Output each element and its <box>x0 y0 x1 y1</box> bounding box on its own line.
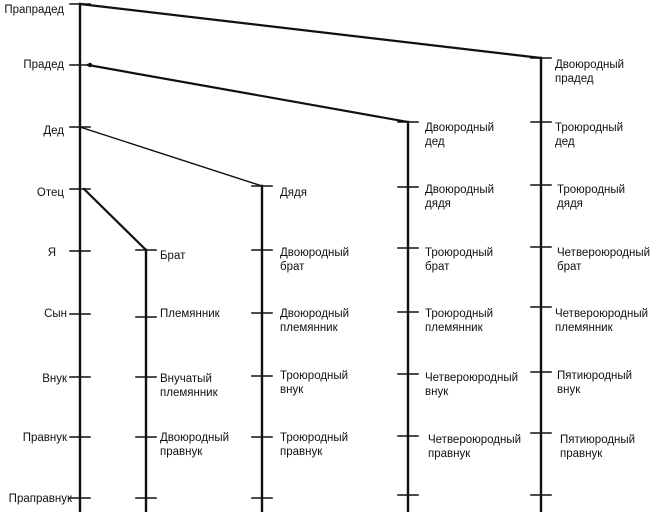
label-grand-nephew: Внучатый племянник <box>160 373 218 399</box>
gen-label-father: Отец <box>36 187 64 199</box>
label-third-cousin-grandson: Четвероюродный внук <box>425 372 519 398</box>
label-uncle: Дядя <box>280 187 307 199</box>
label-cousin-great-grandson: Двоюродный правнук <box>160 432 230 458</box>
label-third-cousin: Четвероюродный брат <box>557 247 651 273</box>
label-second-cousin-grandson: Троюродный внук <box>280 370 349 396</box>
label-second-cousin-grandfather: Троюродный дед <box>555 122 624 148</box>
gen-label-great-great-grandfather: Прапрадед <box>4 4 64 16</box>
label-fourth-cousin-great-grandson: Пятиюродный правнук <box>560 434 636 460</box>
label-second-cousin-great-grandson: Троюродный правнук <box>280 432 349 458</box>
branch-dot <box>87 62 93 68</box>
gen-label-great-grandson: Правнук <box>22 432 67 444</box>
label-cousin-nephew: Двоюродный племянник <box>280 308 350 334</box>
label-second-cousin-uncle: Троюродный дядя <box>557 184 626 210</box>
label-great-uncle: Двоюродный дед <box>425 122 495 148</box>
label-first-cousin: Двоюродный брат <box>280 247 350 273</box>
gen-label-grandson: Внук <box>42 373 67 385</box>
gen-label-self: Я <box>47 247 56 259</box>
label-cousin-uncle: Двоюродный дядя <box>425 184 495 210</box>
gen-label-grandfather: Дед <box>43 125 64 137</box>
label-third-cousin-nephew: Четвероюродный племянник <box>555 308 649 334</box>
label-great-grand-uncle: Двоюродный прадед <box>555 59 625 85</box>
label-nephew: Племянник <box>160 308 220 320</box>
gen-label-great-grandfather: Прадед <box>23 59 64 71</box>
label-second-cousin: Троюродный брат <box>425 247 494 273</box>
branch-uncle <box>79 126 263 187</box>
gen-label-great-great-grandson: Праправнук <box>8 493 72 505</box>
label-brother: Брат <box>160 250 186 262</box>
label-third-cousin-great-grandson: Четвероюродный правнук <box>428 434 522 460</box>
label-fourth-cousin-grandson: Пятиюродный внук <box>557 370 633 396</box>
branch-great-great-uncle <box>78 2 543 60</box>
label-second-cousin-nephew: Троюродный племянник <box>425 308 494 334</box>
gen-label-son: Сын <box>44 308 67 320</box>
branch-brother <box>82 187 148 252</box>
branch-great-uncle <box>86 63 410 124</box>
